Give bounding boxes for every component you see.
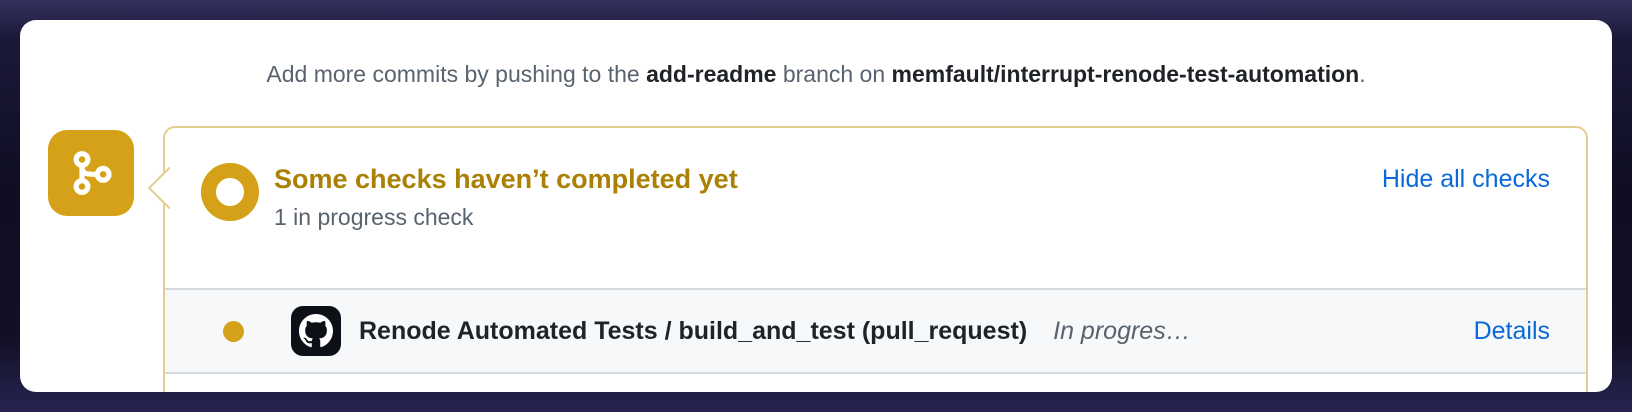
merge-box-card: Add more commits by pushing to the add-r…	[20, 20, 1612, 392]
in-progress-ring-icon	[201, 163, 259, 221]
branch-name: add-readme	[646, 61, 777, 87]
message-suffix: .	[1359, 61, 1366, 87]
message-prefix: Add more commits by pushing to the	[266, 61, 647, 87]
checks-section: Some checks haven’t completed yet 1 in p…	[20, 126, 1612, 392]
checks-status-subtitle: 1 in progress check	[274, 204, 474, 230]
check-details-link[interactable]: Details	[1473, 316, 1550, 345]
checks-box: Some checks haven’t completed yet 1 in p…	[147, 126, 1588, 392]
message-middle: branch on	[776, 61, 892, 87]
git-branch-icon	[48, 130, 134, 216]
checks-summary-text: Some checks haven’t completed yet 1 in p…	[274, 161, 738, 233]
hide-all-checks-link[interactable]: Hide all checks	[1381, 165, 1550, 193]
pending-dot-icon	[223, 320, 244, 342]
check-status: In progres…	[1053, 316, 1191, 345]
add-commits-message: Add more commits by pushing to the add-r…	[60, 58, 1572, 90]
next-row-partial	[165, 374, 1586, 392]
repo-name: memfault/interrupt-renode-test-automatio…	[891, 61, 1360, 87]
checks-summary-header: Some checks haven’t completed yet 1 in p…	[165, 128, 1586, 288]
check-name: Renode Automated Tests / build_and_test …	[359, 316, 1028, 345]
checks-status-heading: Some checks haven’t completed yet	[274, 164, 738, 194]
check-row: Renode Automated Tests / build_and_test …	[165, 288, 1586, 374]
github-logo-icon	[291, 306, 341, 356]
